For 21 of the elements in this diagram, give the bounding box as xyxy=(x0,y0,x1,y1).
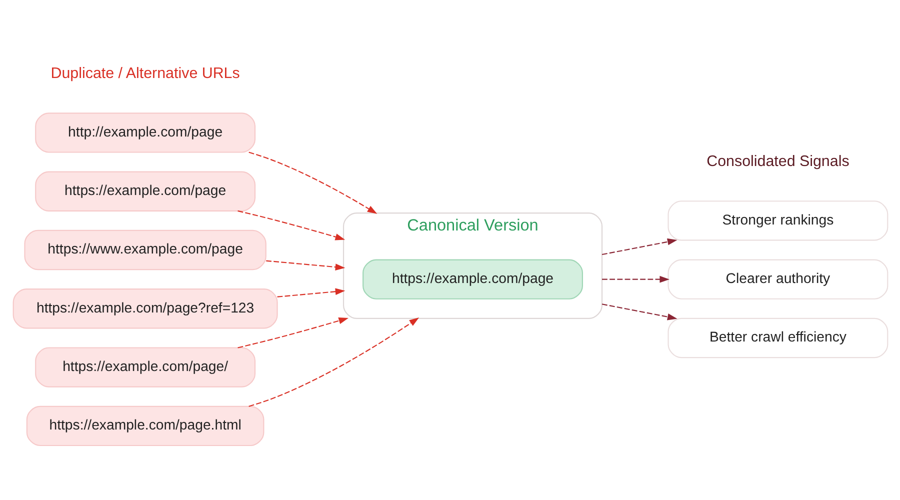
arrow xyxy=(248,152,377,214)
node-box: https://example.com/page?ref=123 xyxy=(12,288,278,329)
node-box: Stronger rankings xyxy=(667,200,888,241)
arrow xyxy=(602,276,669,283)
arrow xyxy=(601,304,677,320)
node-box: https://example.com/page xyxy=(362,259,582,300)
node-box: https://www.example.com/page xyxy=(24,230,266,270)
node-box: Better crawl efficiency xyxy=(667,318,888,358)
label: Consolidated Signals xyxy=(706,153,849,170)
arrow xyxy=(266,260,345,270)
node-box: https://example.com/page/ xyxy=(34,347,256,388)
arrow xyxy=(276,288,345,298)
node-box: https://example.com/page.html xyxy=(26,406,264,446)
arrow xyxy=(248,318,419,407)
node-box: http://example.com/page xyxy=(34,112,256,153)
node-box: Clearer authority xyxy=(667,259,888,300)
node-box: https://example.com/page xyxy=(34,171,256,212)
arrow xyxy=(237,317,348,348)
arrow xyxy=(601,238,677,256)
label: Duplicate / Alternative URLs xyxy=(50,65,240,82)
arrow xyxy=(237,210,345,240)
